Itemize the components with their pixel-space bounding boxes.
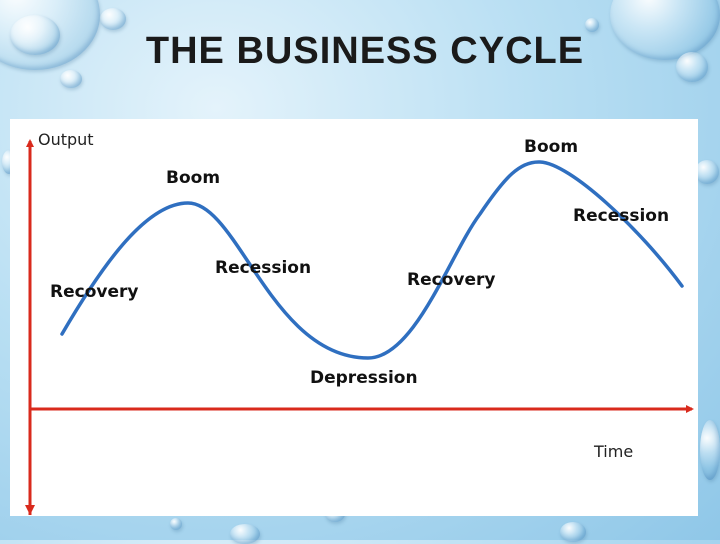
phase-label-recovery: Recovery [50, 282, 138, 302]
water-drop-decoration [700, 420, 720, 480]
water-drop-decoration [560, 522, 586, 542]
business-cycle-curve [62, 162, 682, 358]
slide-title: THE BUSINESS CYCLE [0, 30, 720, 73]
phase-label-boom: Boom [166, 168, 220, 188]
water-drop-decoration [695, 160, 719, 184]
phase-label-depression: Depression [310, 368, 418, 388]
x-axis-label: Time [593, 442, 633, 461]
phase-label-recession: Recession [573, 206, 669, 226]
phase-label-boom: Boom [524, 137, 578, 157]
business-cycle-diagram: Output Time Recovery Boom Recession Depr… [10, 119, 698, 516]
water-drop-decoration [100, 8, 126, 30]
diagram-canvas: Output Time Recovery Boom Recession Depr… [10, 119, 698, 516]
y-axis-label: Output [38, 130, 94, 149]
water-drop-decoration [170, 518, 182, 530]
phase-label-recovery: Recovery [407, 270, 495, 290]
water-drop-decoration [230, 524, 260, 544]
phase-label-recession: Recession [215, 258, 311, 278]
y-axis-bottom-arrowhead [25, 505, 35, 515]
